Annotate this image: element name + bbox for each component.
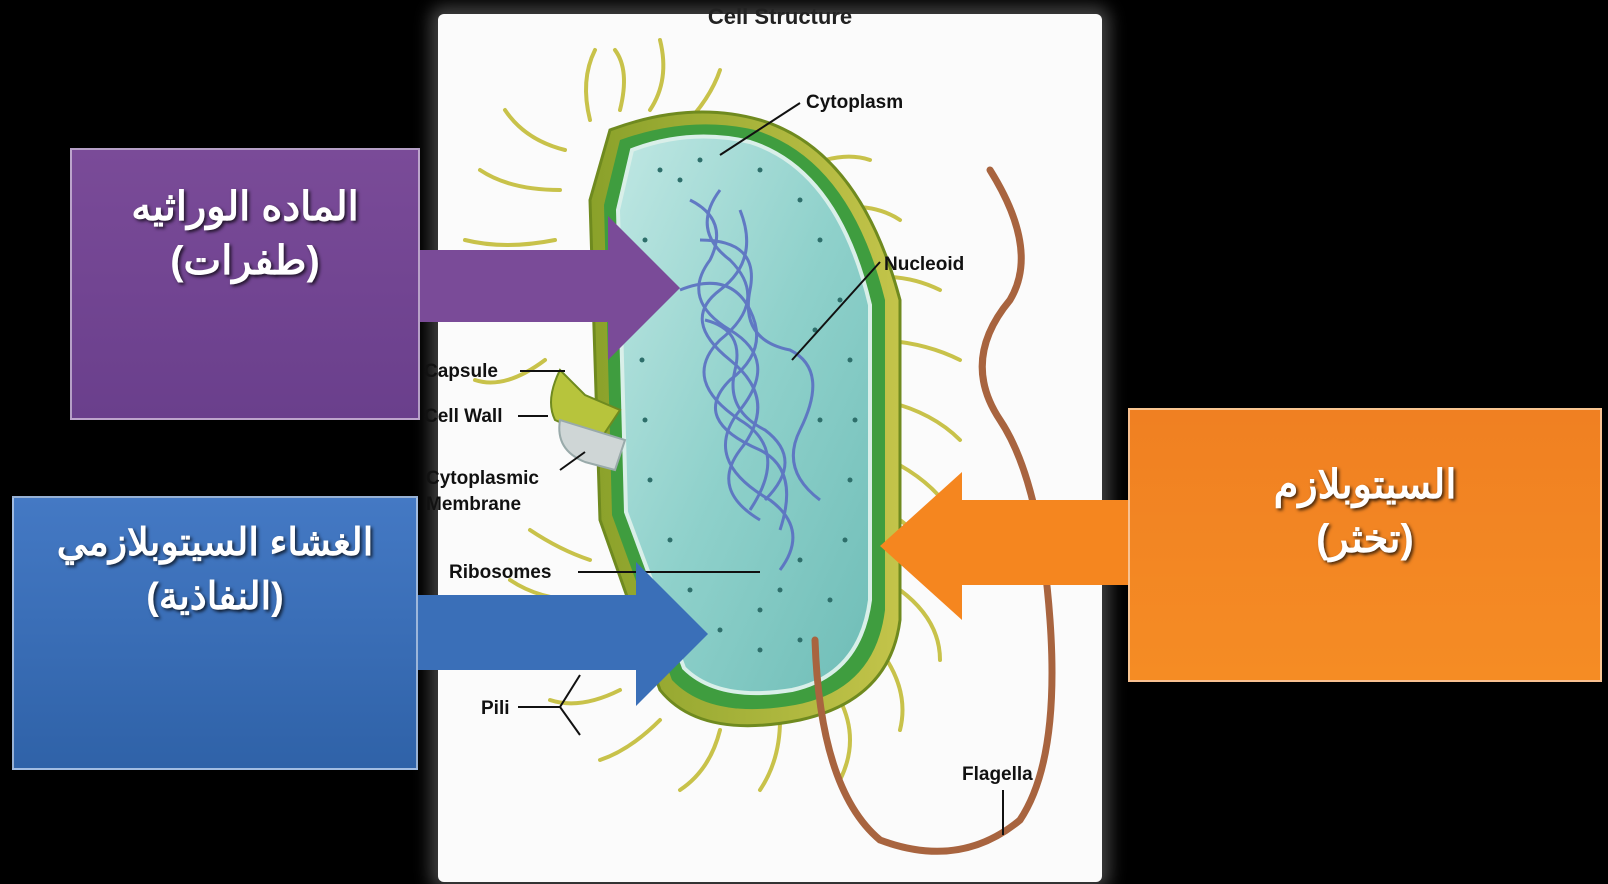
label-cell-wall: Cell Wall <box>424 406 502 427</box>
callout-genetic-line2: (طفرات) <box>72 234 418 288</box>
label-capsule: Capsule <box>424 361 498 382</box>
label-membrane: Membrane <box>426 494 521 515</box>
callout-membrane-line2: (النفاذية) <box>14 570 416 624</box>
label-cytoplasm: Cytoplasm <box>806 92 903 113</box>
label-pili: Pili <box>481 698 510 719</box>
callout-cytoplasm-line2: (تخثر) <box>1130 512 1600 566</box>
label-nucleoid: Nucleoid <box>884 254 964 275</box>
label-flagella: Flagella <box>962 764 1033 785</box>
callout-membrane-line1: الغشاء السيتوبلازمي <box>14 516 416 570</box>
callout-membrane: الغشاء السيتوبلازمي (النفاذية) <box>12 496 418 770</box>
callout-cytoplasm-line1: السيتوبلازم <box>1130 458 1600 512</box>
callout-genetic-material: الماده الوراثيه (طفرات) <box>70 148 420 420</box>
callout-cytoplasm: السيتوبلازم (تخثر) <box>1128 408 1602 682</box>
label-cytoplasmic: Cytoplasmic <box>426 468 539 489</box>
diagram-title: Cell Structure <box>708 4 852 29</box>
callout-genetic-line1: الماده الوراثيه <box>72 180 418 234</box>
label-ribosomes: Ribosomes <box>449 562 551 583</box>
arrow-cytoplasm <box>880 472 1128 620</box>
